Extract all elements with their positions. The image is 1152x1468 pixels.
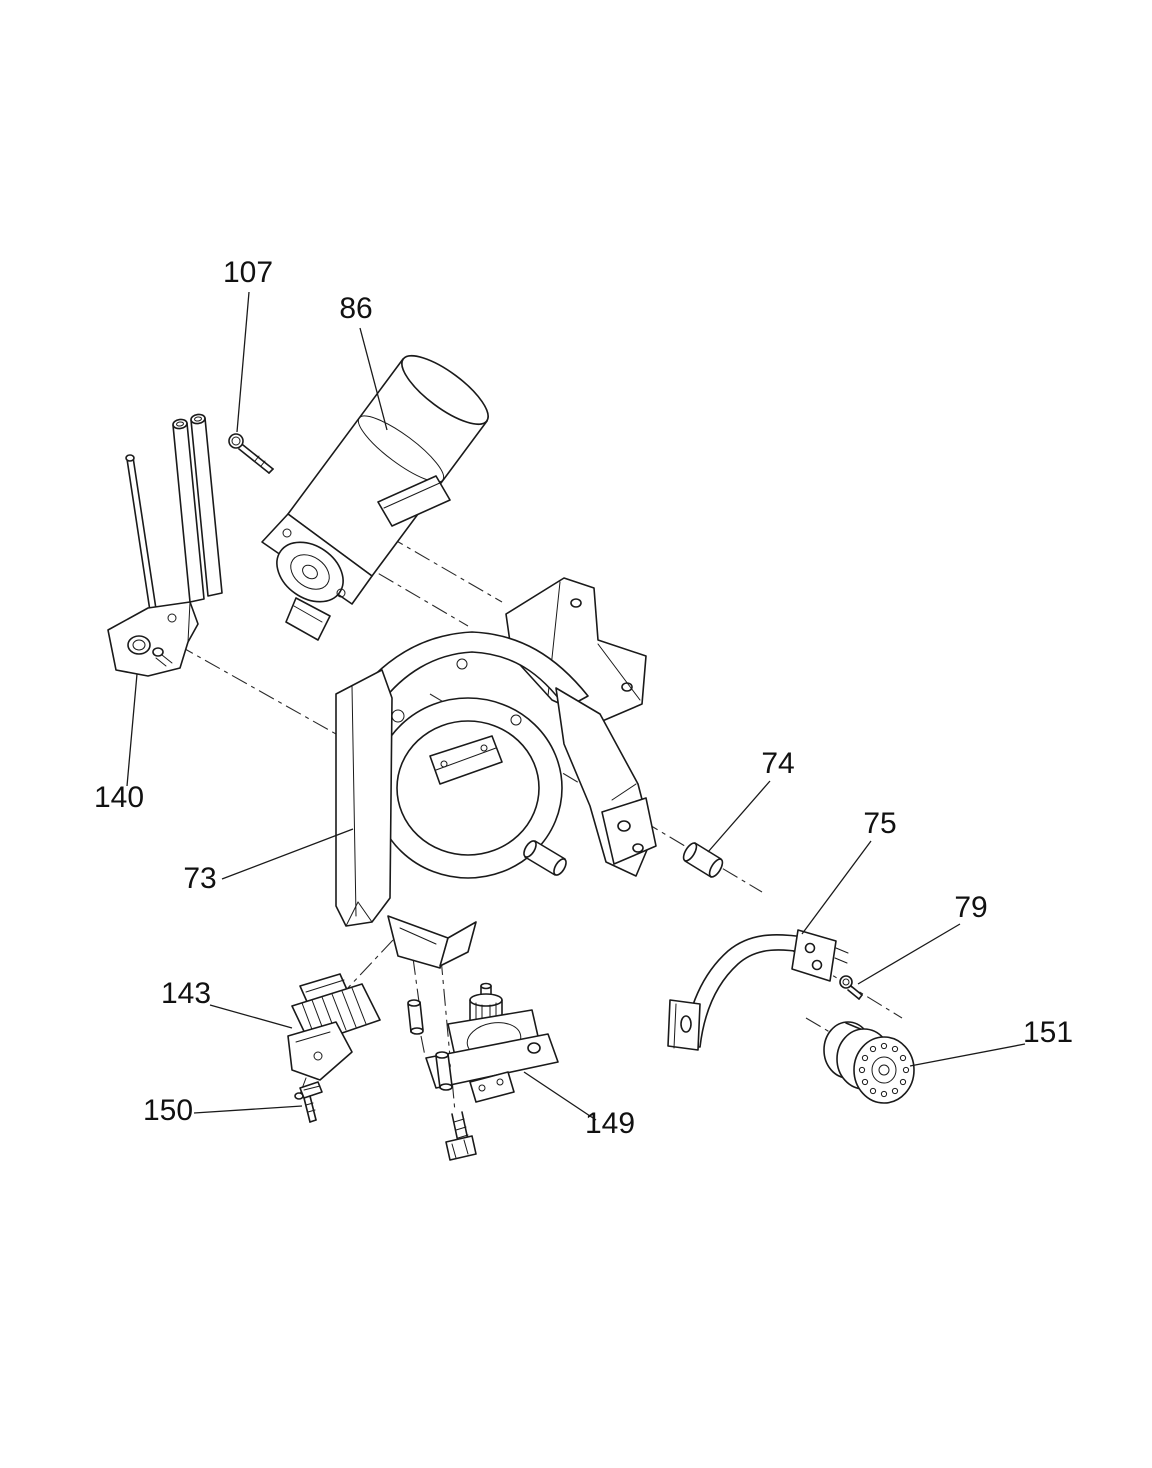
bolt-drawing bbox=[445, 1111, 477, 1161]
part-drawing-140 bbox=[107, 413, 223, 677]
part-label-107: 107 bbox=[223, 256, 273, 289]
part-drawing-150 bbox=[299, 1081, 323, 1123]
part-drawing-75 bbox=[667, 929, 849, 1051]
part-label-149: 149 bbox=[585, 1107, 635, 1140]
part-drawing-73 bbox=[335, 577, 657, 969]
part-drawing-149 bbox=[425, 982, 559, 1103]
part-drawing-86 bbox=[261, 354, 489, 641]
part-label-150: 150 bbox=[143, 1094, 193, 1127]
part-label-75: 75 bbox=[863, 807, 896, 840]
part-label-143: 143 bbox=[161, 977, 211, 1010]
part-drawing-143 bbox=[287, 973, 381, 1100]
leader-line-149 bbox=[523, 1071, 597, 1121]
leader-line-73 bbox=[221, 828, 354, 880]
leader-line-86 bbox=[359, 327, 388, 431]
leader-line-150 bbox=[193, 1105, 303, 1114]
part-drawing-151 bbox=[823, 1021, 915, 1104]
leader-line-107 bbox=[236, 291, 250, 433]
spacer-drawing bbox=[523, 840, 567, 876]
leader-line-151 bbox=[909, 1043, 1026, 1067]
pin-drawing bbox=[407, 999, 424, 1035]
part-drawing-79 bbox=[839, 975, 863, 1000]
part-drawing-107 bbox=[228, 433, 274, 474]
part-label-73: 73 bbox=[183, 862, 216, 895]
leader-line-74 bbox=[707, 780, 771, 853]
part-label-74: 74 bbox=[761, 747, 794, 780]
part-label-86: 86 bbox=[339, 292, 372, 325]
part-label-140: 140 bbox=[94, 781, 144, 814]
part-label-151: 151 bbox=[1023, 1016, 1073, 1049]
part-label-79: 79 bbox=[954, 891, 987, 924]
labels-layer: 107 86 140 73 74 75 79 143 150 149 151 bbox=[94, 256, 1073, 1140]
part-drawing-74 bbox=[682, 842, 724, 878]
leader-line-75 bbox=[801, 840, 872, 935]
leader-line-143 bbox=[209, 1004, 293, 1029]
leader-line-140 bbox=[126, 673, 138, 787]
leader-line-79 bbox=[857, 923, 961, 985]
